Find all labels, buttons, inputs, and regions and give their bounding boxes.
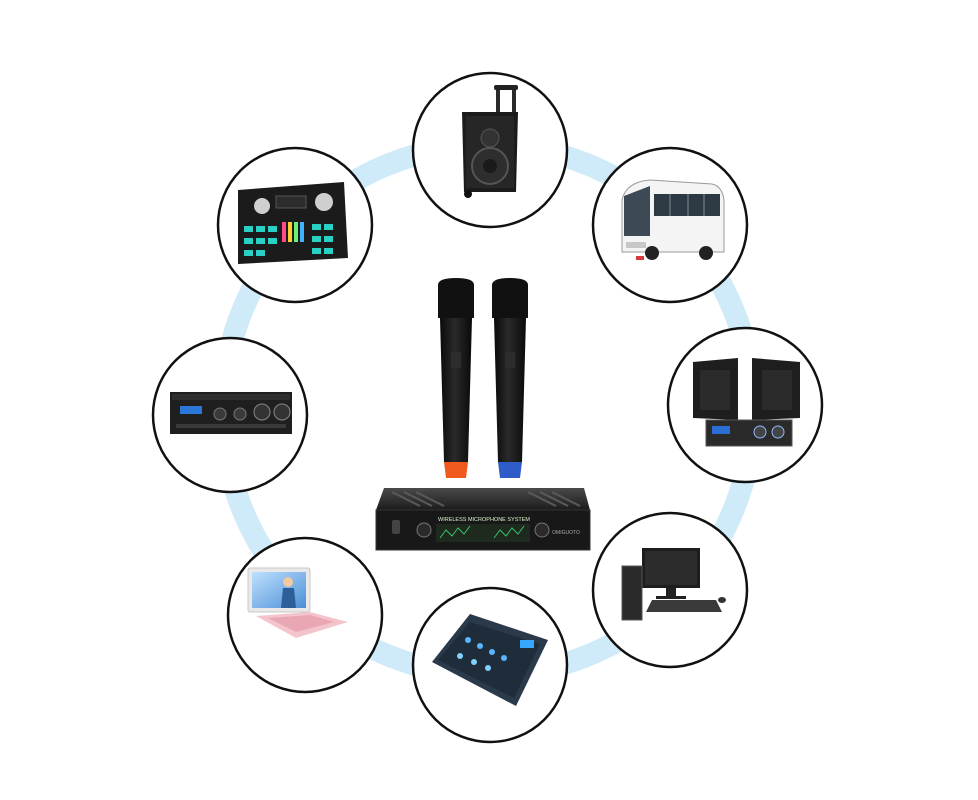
volume-knob-left-icon	[416, 522, 432, 538]
bus-bubble	[591, 146, 749, 304]
audio-mixer-icon	[432, 614, 548, 706]
laptop-icon	[247, 567, 348, 638]
bookshelf-speakers-amp-icon	[693, 358, 800, 447]
panel-title: WIRELESS MICROPHONE SYSTEM	[438, 517, 530, 523]
sound-card-icon	[238, 182, 348, 264]
mixer-bubble	[411, 586, 569, 744]
receiver-unit: WIRELESS MICROPHONE SYSTEM OMIGUOTO	[375, 488, 591, 551]
amplifier-bubble	[151, 336, 309, 494]
speaker-bubble	[411, 71, 569, 229]
brand-label: OMIGUOTO	[552, 530, 580, 536]
bookshelf-speakers-bubble	[666, 326, 824, 484]
microphone-left	[438, 278, 474, 478]
desktop-pc-bubble	[591, 511, 749, 669]
microphone-right	[492, 278, 528, 478]
laptop-bubble	[226, 536, 384, 694]
desktop-computer-icon	[621, 548, 726, 621]
volume-knob-right-icon	[534, 522, 550, 538]
bus-icon	[621, 179, 725, 260]
trolley-speaker-icon	[462, 85, 518, 198]
power-switch-icon	[392, 520, 400, 534]
sound-card-bubble	[216, 146, 374, 304]
amplifier-icon	[170, 392, 292, 434]
